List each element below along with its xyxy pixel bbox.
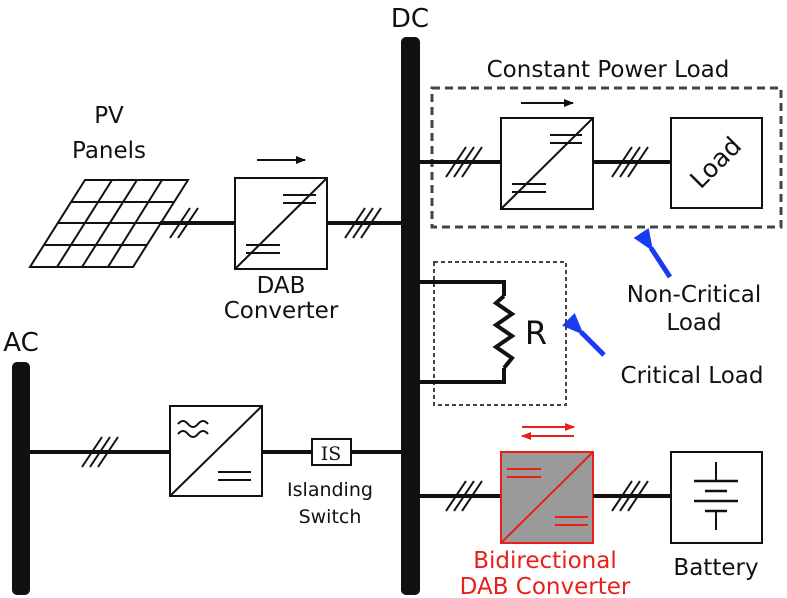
islanding-label-line2: Switch <box>299 506 362 528</box>
pv-label-line1: PV <box>94 103 124 129</box>
dab-label-line1: DAB <box>257 273 306 299</box>
critical-load-label: Critical Load <box>621 363 764 389</box>
resistor-circuit-wire <box>420 280 506 384</box>
cpl-load-three-phase-marks <box>611 146 649 178</box>
islanding-label-line1: Islanding <box>287 479 373 501</box>
bidab-battery-three-phase-marks <box>611 480 649 512</box>
dab-label-line2: Converter <box>224 298 339 324</box>
non-critical-label-line1: Non-Critical <box>627 282 762 308</box>
dc-label: DC <box>391 4 429 34</box>
bidirectional-dab-block <box>500 451 594 544</box>
ac-converter-three-phase-marks <box>81 436 119 468</box>
dc-cpl-three-phase-marks <box>445 146 483 178</box>
ac-bus <box>12 362 30 595</box>
bidirectional-flow-arrows <box>521 423 575 440</box>
ac-dc-converter-block <box>169 405 263 497</box>
non-critical-arrow <box>633 228 673 279</box>
resistor-label: R <box>525 314 547 352</box>
load-box <box>670 117 763 209</box>
non-critical-label-line2: Load <box>666 310 721 336</box>
dab-converter-block <box>234 177 328 270</box>
dc-bus <box>401 37 420 595</box>
pv-panel-icon <box>28 179 190 268</box>
islanding-switch-box-label: IS <box>321 443 342 465</box>
constant-power-load-label: Constant Power Load <box>487 57 730 83</box>
resistor-zigzag <box>492 294 516 370</box>
bidirectional-label-line1: Bidirectional <box>473 548 616 574</box>
dab-dc-three-phase-marks <box>344 207 382 239</box>
constant-power-load-boundary <box>430 86 783 229</box>
bidirectional-label-line2: DAB Converter <box>460 574 631 598</box>
battery-label: Battery <box>673 555 758 581</box>
pv-dab-three-phase-marks <box>169 207 199 239</box>
pv-label-line2: Panels <box>72 138 146 164</box>
battery-icon <box>670 451 763 544</box>
cpl-converter-block <box>500 117 594 210</box>
dc-bidab-three-phase-marks <box>445 480 483 512</box>
islanding-switch <box>311 438 352 466</box>
ac-label: AC <box>3 328 38 358</box>
critical-arrow <box>561 312 606 357</box>
